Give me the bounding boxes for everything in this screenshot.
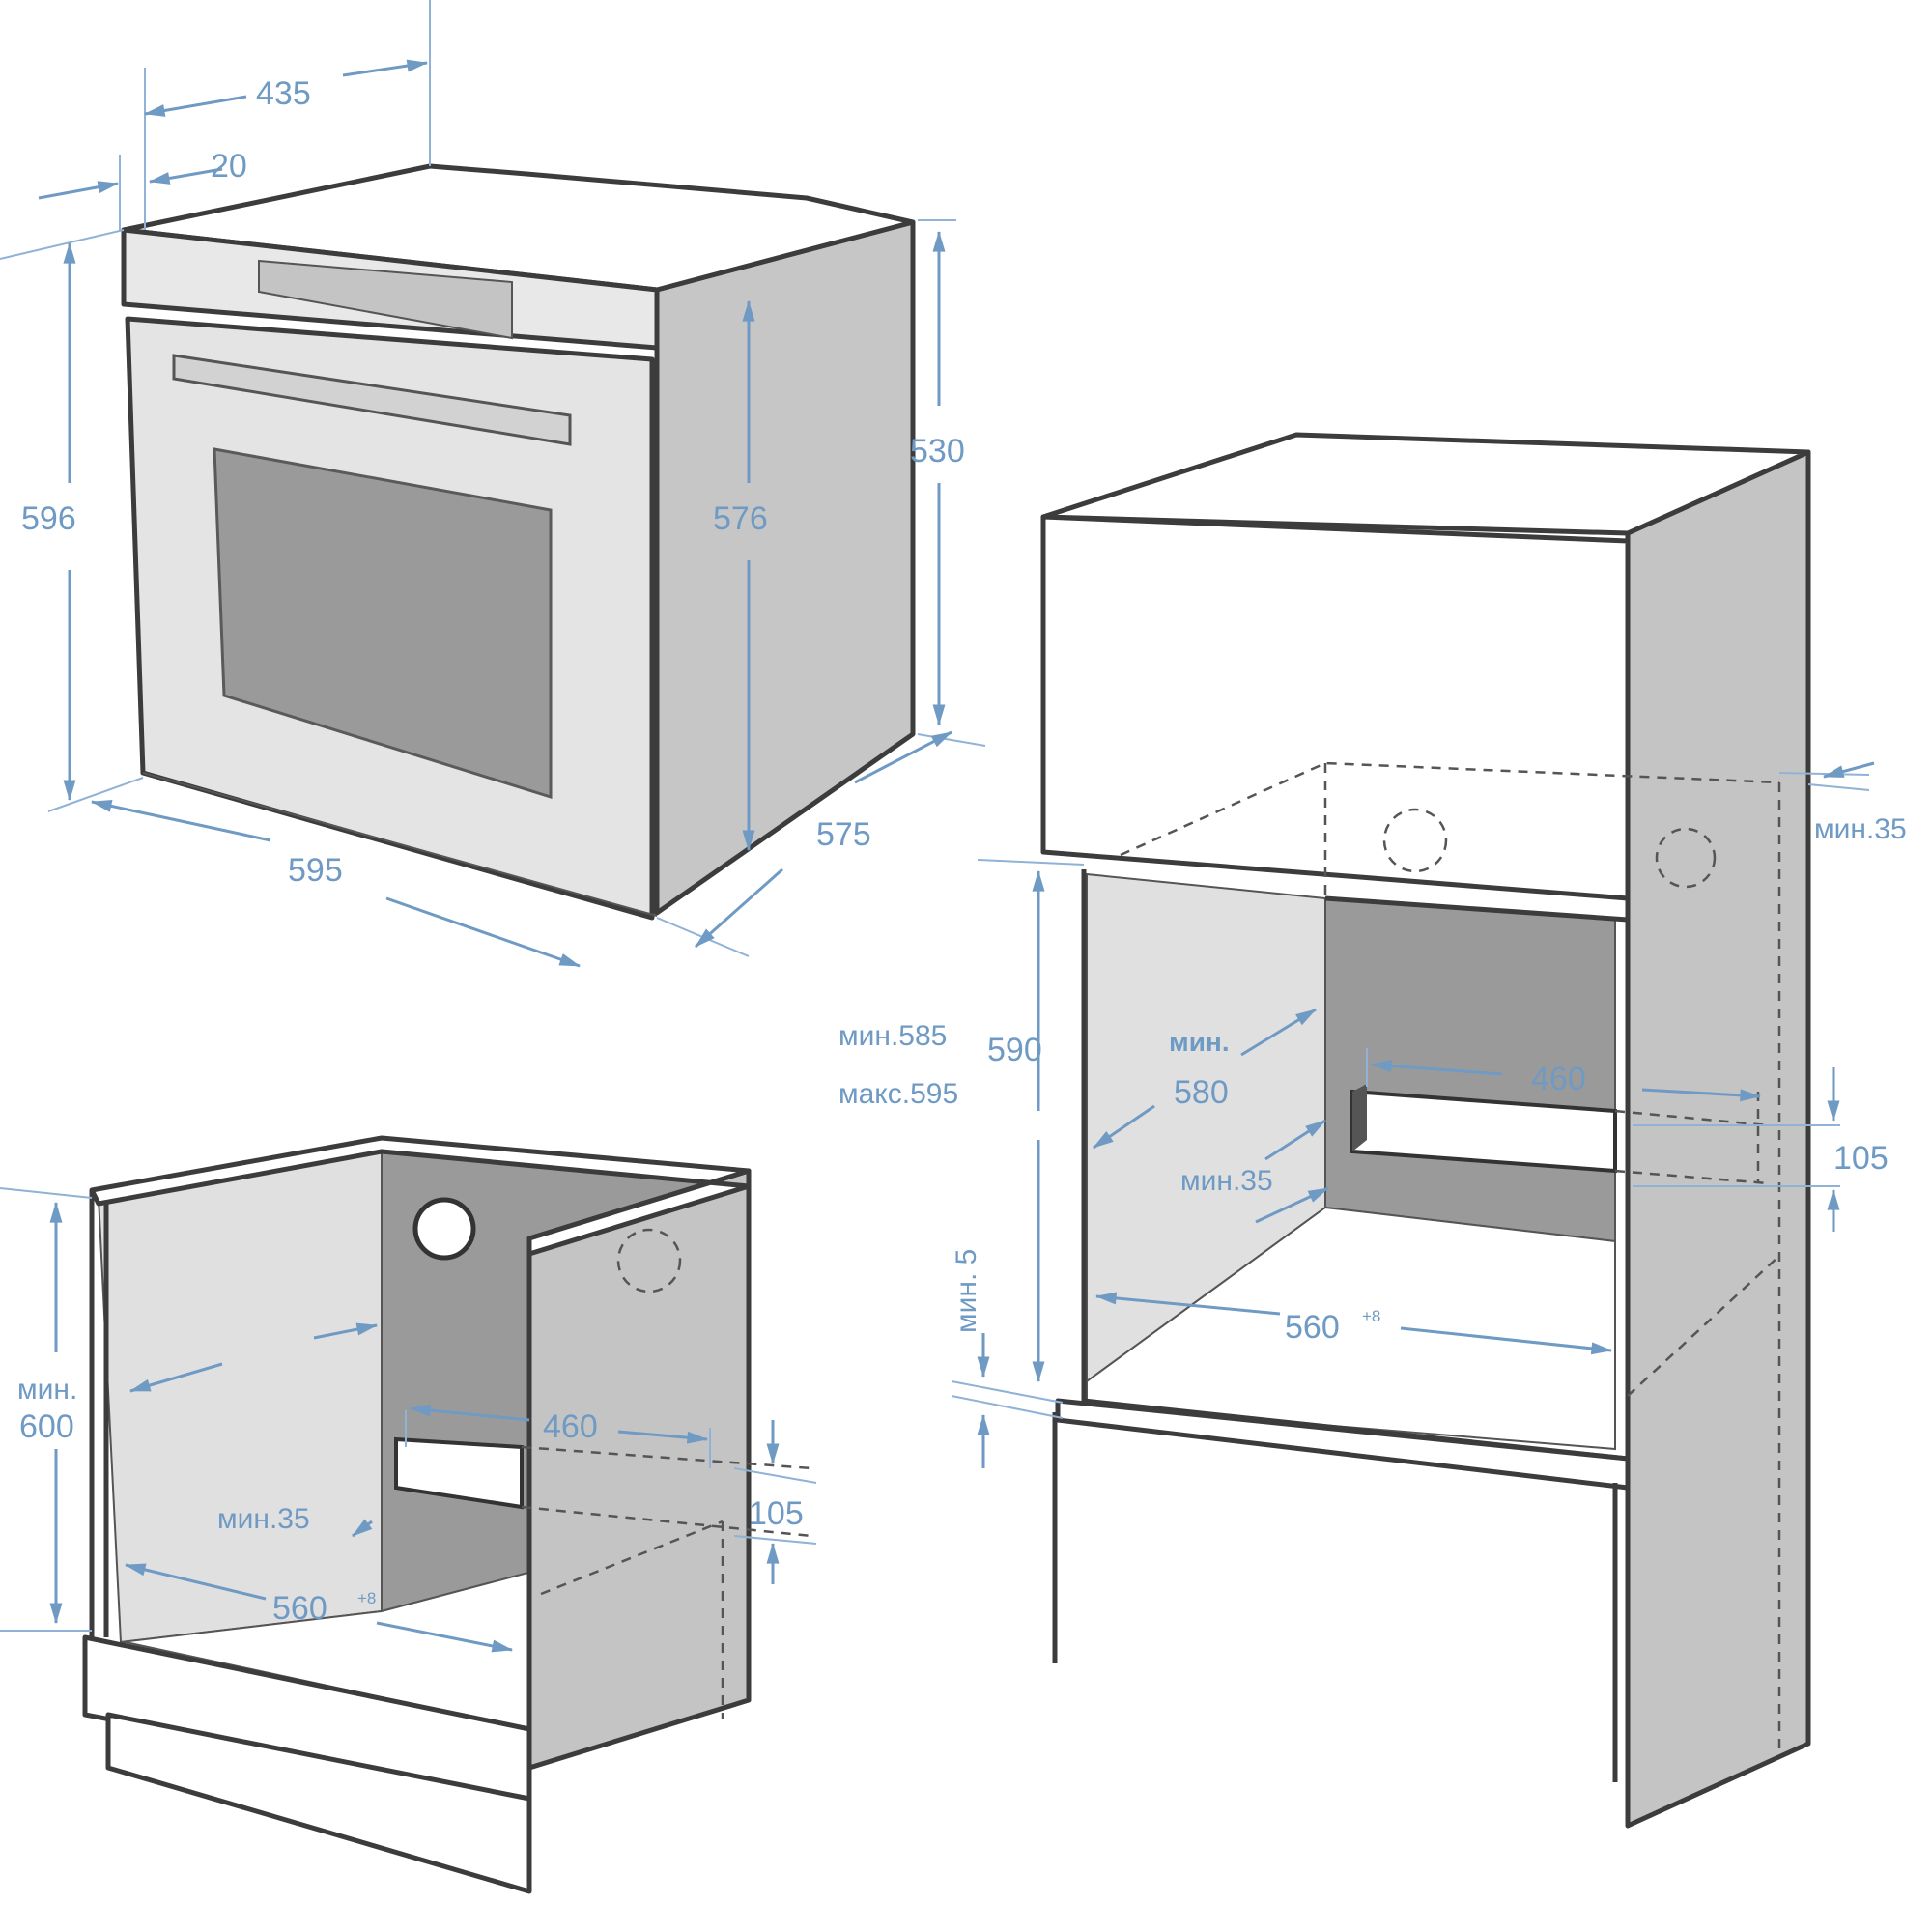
tall-depth-prefix: мин. — [1169, 1027, 1230, 1057]
tall-top — [1040, 432, 1811, 536]
oven-body-height-label: 530 — [910, 433, 965, 469]
base-cable-hole — [412, 1197, 476, 1261]
oven-side-panel — [654, 219, 916, 916]
tall-lower-shelf — [1055, 1398, 1631, 1491]
base-slot-offset-label: мин.35 — [217, 1503, 310, 1535]
tall-cabinet-drawing — [1040, 432, 1811, 1829]
base-cabinet-dimensions: мин. 600 460 105 мин.35 560 +8 — [0, 1187, 817, 1653]
base-slot-height-label: 105 — [749, 1495, 804, 1532]
oven-display — [258, 259, 513, 340]
tall-niche-tolerance-label: +8 — [1362, 1307, 1380, 1325]
tall-slot-height-label: 105 — [1833, 1140, 1889, 1177]
base-cable-hole-hidden — [616, 1228, 682, 1293]
tall-niche-width-label: 560 — [1285, 1309, 1340, 1346]
oven-window — [213, 447, 553, 800]
oven-drawing — [121, 163, 916, 921]
tall-cable-hole-hidden — [1382, 808, 1448, 873]
tall-slot-offset-label: мин.35 — [1180, 1165, 1273, 1197]
oven-height-label: 596 — [21, 500, 76, 537]
oven-depth-total-label: 435 — [256, 75, 311, 112]
base-height-prefix: мин. — [17, 1374, 77, 1406]
tall-height-max-label: макс.595 — [838, 1078, 958, 1110]
oven-dimensions: 435 20 596 530 576 595 575 — [0, 0, 986, 968]
tall-depth-label: 580 — [1174, 1074, 1229, 1111]
tall-height-min-label: мин.585 — [838, 1020, 947, 1052]
base-height-label: 600 — [19, 1408, 74, 1445]
base-top-rim — [89, 1135, 752, 1257]
tall-cabinet-dimensions: мин.35 мин.585 макс.595 590 мин. 580 мин… — [838, 761, 1907, 1468]
base-niche-tolerance-label: +8 — [357, 1589, 376, 1607]
tall-upper-front — [1040, 514, 1631, 901]
oven-door-handle — [172, 354, 572, 446]
base-side-panel — [526, 1168, 752, 1771]
base-niche-width-label: 560 — [272, 1590, 327, 1627]
tall-bottom-gap-label: мин. 5 — [951, 1249, 982, 1333]
oven-body-depth-label: 575 — [816, 816, 871, 853]
base-slot-width-label: 460 — [543, 1408, 598, 1445]
tall-top-gap-label: мин.35 — [1814, 813, 1907, 845]
tall-slot-width-label: 460 — [1531, 1061, 1586, 1097]
tall-vent-slot-depth — [1352, 1084, 1367, 1151]
oven-front-depth-label: 20 — [211, 148, 247, 185]
oven-inner-height-label: 576 — [713, 500, 768, 537]
tall-side-panel — [1625, 449, 1811, 1829]
base-cabinet-drawing — [82, 1135, 812, 1894]
tall-height-nominal-label: 590 — [987, 1032, 1042, 1068]
tall-side-hole-hidden — [1655, 827, 1717, 889]
base-plinth — [105, 1712, 532, 1894]
oven-width-label: 595 — [288, 852, 343, 889]
